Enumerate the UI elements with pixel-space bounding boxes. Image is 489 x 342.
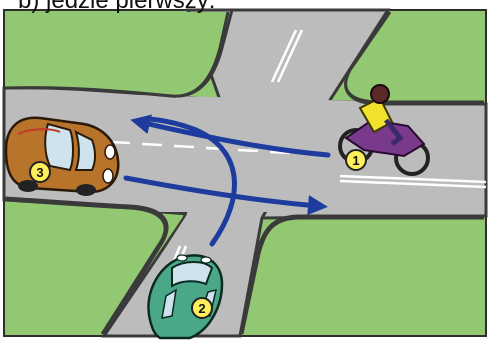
vehicle-1-number: 1 — [352, 153, 359, 168]
vehicle-1-badge: 1 — [346, 150, 366, 170]
rider-helmet — [371, 85, 389, 103]
vehicle-3-badge: 3 — [30, 162, 50, 182]
vehicle-2-number: 2 — [198, 301, 205, 316]
vehicle-2-badge: 2 — [192, 298, 212, 318]
vehicle-3-number: 3 — [36, 165, 43, 180]
question-caption: b) jedzie pierwszy: — [18, 0, 215, 15]
